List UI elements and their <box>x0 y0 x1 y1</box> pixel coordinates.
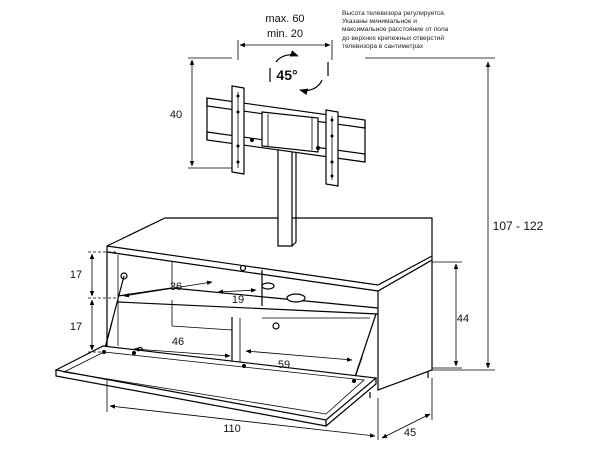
inner-width-small-label: 19 <box>232 294 244 306</box>
rotation-icon <box>269 50 329 96</box>
cabinet-depth-label: 45 <box>404 427 416 439</box>
inner-width-right-label: 59 <box>278 359 290 371</box>
dimensions: max. 60 min. 20 40 107 - 122 17 17 36 19… <box>70 13 544 440</box>
cabinet-width-label: 110 <box>223 423 241 435</box>
bracket-min-label: min. 20 <box>267 28 303 40</box>
note-line: Указаны минимальное и <box>342 18 417 26</box>
cabinet <box>54 217 433 427</box>
note-line: телевизора в сантиметрах <box>342 42 424 50</box>
tv-mount: 45° <box>206 50 366 247</box>
note-line: Высота телевизора регулируется. <box>342 10 446 17</box>
mount-plate <box>261 111 319 153</box>
inner-width-lower-label: 46 <box>172 336 184 348</box>
note-line: до верхних крепежных отверстий <box>342 34 445 42</box>
rotation-label: 45° <box>276 67 297 83</box>
drop-down-door <box>54 345 378 421</box>
height-note: Высота телевизора регулируется. Указаны … <box>342 10 502 51</box>
compartment-top-label: 17 <box>70 269 82 281</box>
cabinet-height-label: 44 <box>457 313 469 325</box>
bracket-height-label: 40 <box>170 109 182 121</box>
note-line: максимальное расстояние от пола <box>342 26 449 34</box>
total-height-label: 107 - 122 <box>493 219 544 233</box>
inner-width-upper-label: 36 <box>170 281 182 293</box>
cable-hole <box>261 282 275 290</box>
middle-divider <box>231 270 263 366</box>
cabinet-top <box>106 217 433 292</box>
bracket-max-label: max. 60 <box>265 13 304 25</box>
cable-hole <box>286 293 306 303</box>
compartment-bottom-label: 17 <box>70 321 82 333</box>
support-column <box>277 144 293 247</box>
